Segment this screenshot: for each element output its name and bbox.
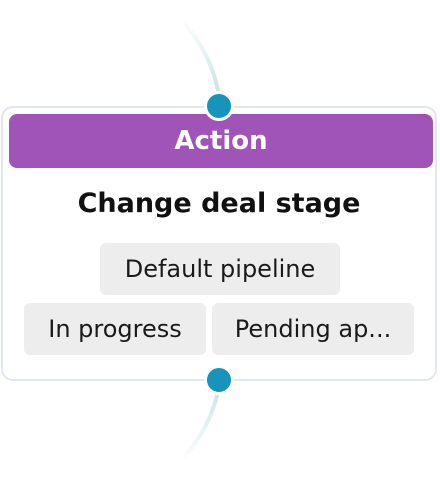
- output-port[interactable]: [204, 365, 234, 395]
- action-node-card[interactable]: Action Change deal stage Default pipelin…: [1, 106, 437, 381]
- pipeline-chip: Default pipeline: [100, 243, 340, 295]
- node-type-label: Action: [174, 126, 268, 156]
- node-title: Change deal stage: [77, 188, 361, 219]
- incoming-connector[interactable]: [178, 16, 221, 98]
- input-port[interactable]: [204, 91, 234, 121]
- node-type-header: Action: [9, 114, 433, 168]
- stage-from-chip: In progress: [24, 303, 206, 355]
- outgoing-connector[interactable]: [178, 384, 221, 464]
- stage-to-chip: Pending ap...: [212, 303, 414, 355]
